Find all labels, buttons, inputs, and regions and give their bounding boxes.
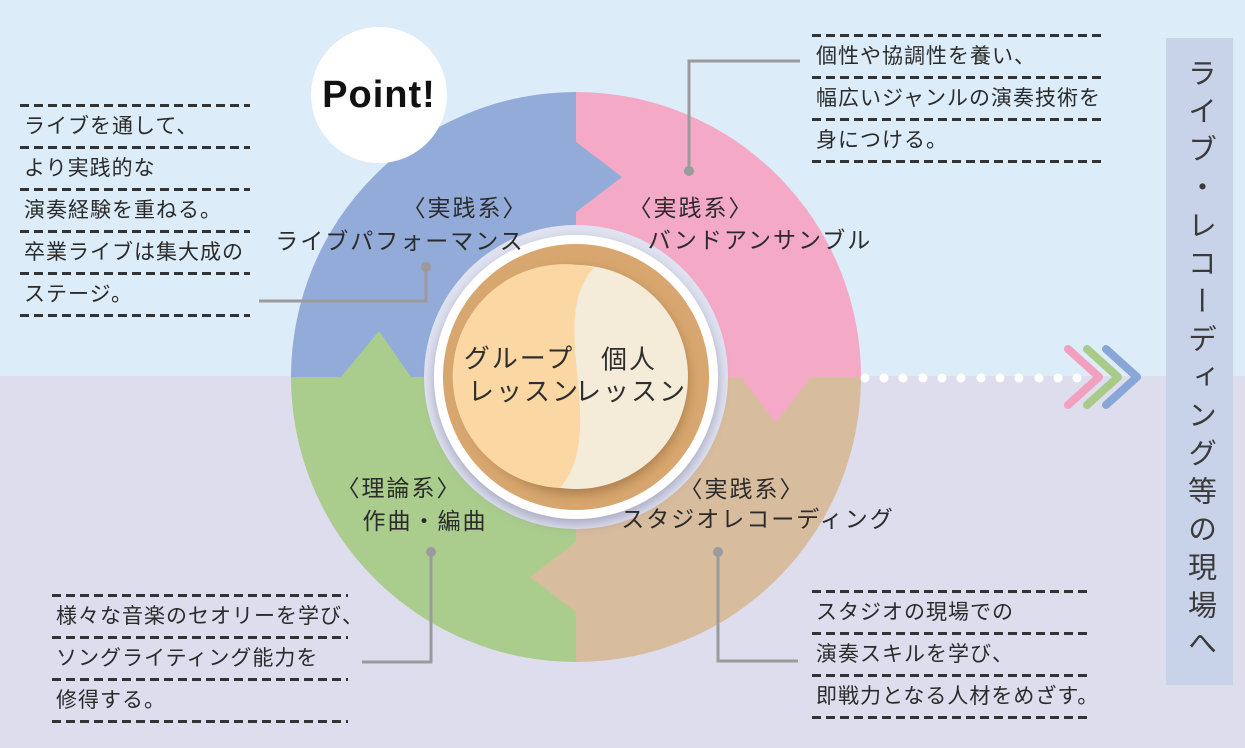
connector-dot	[426, 547, 436, 557]
note-line: 即戦力となる人材をめざす。	[816, 685, 1100, 708]
point-badge-label: Point!	[322, 73, 436, 116]
note-line: 演奏経験を重ねる。	[24, 199, 222, 222]
note-line: 身につける。	[816, 129, 948, 152]
arrowhead-green-to-blue-icon	[341, 331, 411, 377]
connector-lines	[259, 59, 800, 664]
note-line: スタジオの現場での	[816, 601, 1014, 624]
connector-dot	[421, 262, 431, 272]
connector-band-ensemble	[687, 59, 800, 170]
note-line: 個性や協調性を養い、	[816, 45, 1036, 68]
arrow-dot	[898, 373, 908, 383]
label-band-ensemble-title: バンドアンサンブル	[647, 227, 873, 253]
dashed-rule	[52, 636, 348, 639]
note-line: ソングライティング能力を	[56, 647, 319, 670]
point-badge: Point!	[311, 27, 447, 163]
connector-dot	[713, 547, 723, 557]
dashed-rule	[812, 34, 1104, 37]
goal-banner: ライブ・レコーディング等の現場へ	[1166, 38, 1233, 685]
note-live-performance: ライブを通して、 より実践的な 演奏経験を重ねる。 卒業ライブは集大成の ステー…	[20, 104, 250, 317]
arrow-dot	[1053, 373, 1063, 383]
note-band-ensemble: 個性や協調性を養い、 幅広いジャンルの演奏技術を 身につける。	[812, 34, 1104, 163]
dashed-rule	[20, 104, 250, 107]
arrow-dot	[1072, 373, 1082, 383]
arrowhead-pink-to-tan-icon	[741, 377, 811, 423]
connector-live-performance	[259, 268, 428, 303]
label-live-performance-title: ライブパフォーマンス	[275, 228, 525, 254]
note-line: 演奏スキルを学び、	[816, 643, 1014, 666]
note-line: 様々な音楽のセオリーを学び、	[56, 605, 364, 628]
dashed-rule	[20, 146, 250, 149]
label-studio-recording-title: スタジオレコーディング	[621, 506, 895, 532]
note-composition: 様々な音楽のセオリーを学び、 ソングライティング能力を 修得する。	[52, 594, 364, 723]
label-composition-category: 〈理論系〉	[336, 475, 462, 501]
dashed-rule	[812, 716, 1092, 719]
arrow-dot	[956, 373, 966, 383]
label-studio-recording-category: 〈実践系〉	[679, 476, 805, 502]
dashed-rule	[20, 272, 250, 275]
arrow-dot	[1014, 373, 1024, 383]
dashed-rule	[812, 674, 1092, 677]
dashed-rule	[20, 314, 250, 317]
arrow-dot	[879, 373, 889, 383]
label-composition-title: 作曲・編曲	[362, 508, 488, 534]
hub-label-group-lesson-line1: グループ	[463, 343, 575, 374]
label-live-performance-category: 〈実践系〉	[402, 195, 528, 221]
note-line: 幅広いジャンルの演奏技術を	[816, 87, 1101, 110]
connector-studio-recording	[716, 553, 798, 663]
chevron-pink-icon	[1064, 345, 1103, 409]
dashed-rule	[812, 160, 1104, 163]
note-line: 卒業ライブは集大成の	[24, 241, 244, 264]
triple-chevron-icon	[1064, 345, 1141, 409]
dashed-rule	[812, 76, 1104, 79]
hub-label-group-lesson-line2: レッスン	[467, 376, 581, 407]
goal-banner-text: ライブ・レコーディング等の現場へ	[1183, 57, 1216, 666]
note-line: ライブを通して、	[24, 115, 199, 138]
dotted-arrow	[860, 373, 1082, 383]
arrow-dot	[995, 373, 1005, 383]
note-line: より実践的な	[24, 157, 156, 180]
dashed-rule	[812, 590, 1092, 593]
connector-composition	[362, 553, 433, 664]
arrow-dot	[860, 373, 870, 383]
hub-label-private-lesson-line1: 個人	[600, 344, 658, 375]
note-line: ステージ。	[24, 283, 133, 306]
dashed-rule	[812, 118, 1104, 121]
note-line: 修得する。	[56, 689, 166, 712]
note-studio-recording: スタジオの現場での 演奏スキルを学び、 即戦力となる人材をめざす。	[812, 590, 1100, 719]
dashed-rule	[52, 594, 348, 597]
arrow-dot	[937, 373, 947, 383]
label-band-ensemble-category: 〈実践系〉	[628, 195, 754, 221]
dashed-rule	[20, 188, 250, 191]
dashed-rule	[52, 720, 348, 723]
chevron-blue-icon	[1102, 345, 1141, 409]
hub-left-half	[452, 264, 594, 488]
chevron-green-icon	[1083, 345, 1122, 409]
dashed-rule	[20, 230, 250, 233]
connector-dot	[684, 166, 694, 176]
connector-dots	[421, 166, 723, 557]
arrowhead-tan-to-green-icon	[530, 542, 576, 612]
dashed-rule	[52, 678, 348, 681]
arrow-dot	[918, 373, 928, 383]
hub-label-private-lesson-line2: レッスン	[574, 376, 688, 407]
arrow-dot	[1034, 373, 1044, 383]
arrowhead-blue-to-pink-icon	[576, 142, 622, 212]
arrow-dot	[976, 373, 986, 383]
dashed-rule	[812, 632, 1092, 635]
